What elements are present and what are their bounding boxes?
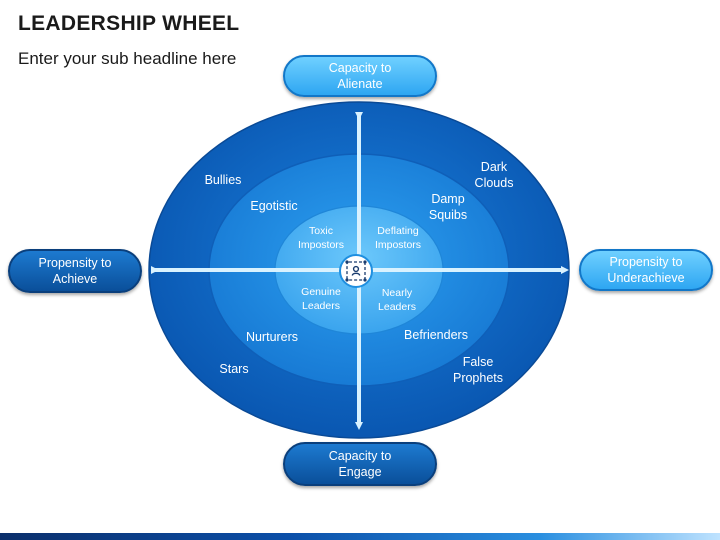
page-subtitle: Enter your sub headline here bbox=[18, 49, 237, 68]
outer-label-bullies: Bullies bbox=[204, 173, 242, 187]
footer-accent-bar bbox=[0, 533, 720, 540]
axis-bottom-pill: Capacity to Engage bbox=[283, 442, 437, 486]
inner-label-genuine-leaders: Genuine Leaders bbox=[301, 286, 341, 312]
middle-label-befrienders: Befrienders bbox=[404, 328, 468, 342]
axis-top-label: Capacity to Alienate bbox=[328, 61, 392, 91]
axis-right-label: Propensity to Underachieve bbox=[607, 255, 685, 285]
axis-bottom-label: Capacity to Engage bbox=[328, 449, 392, 479]
outer-label-stars: Stars bbox=[219, 362, 249, 376]
outer-label-false-prophets: False Prophets bbox=[452, 355, 504, 385]
page-title: LEADERSHIP WHEEL bbox=[18, 12, 240, 35]
outer-label-dark-clouds: Dark Clouds bbox=[474, 160, 514, 190]
axis-top-pill: Capacity to Alienate bbox=[283, 55, 437, 97]
axis-left-label: Propensity to Achieve bbox=[38, 256, 112, 286]
inner-label-toxic-impostors: Toxic Impostors bbox=[297, 225, 345, 251]
leadership-network-icon-graphic bbox=[345, 260, 367, 282]
axis-right-pill: Propensity to Underachieve bbox=[579, 249, 713, 291]
inner-label-nearly-leaders: Nearly Leaders bbox=[378, 287, 416, 313]
middle-label-nurturers: Nurturers bbox=[245, 330, 299, 344]
leadership-network-icon bbox=[339, 254, 373, 288]
middle-label-egotistic: Egotistic bbox=[250, 199, 298, 213]
axis-left-pill: Propensity to Achieve bbox=[8, 249, 142, 293]
inner-label-deflating-impostors: Deflating Impostors bbox=[374, 225, 422, 251]
middle-label-damp-squibs: Damp Squibs bbox=[428, 192, 468, 222]
